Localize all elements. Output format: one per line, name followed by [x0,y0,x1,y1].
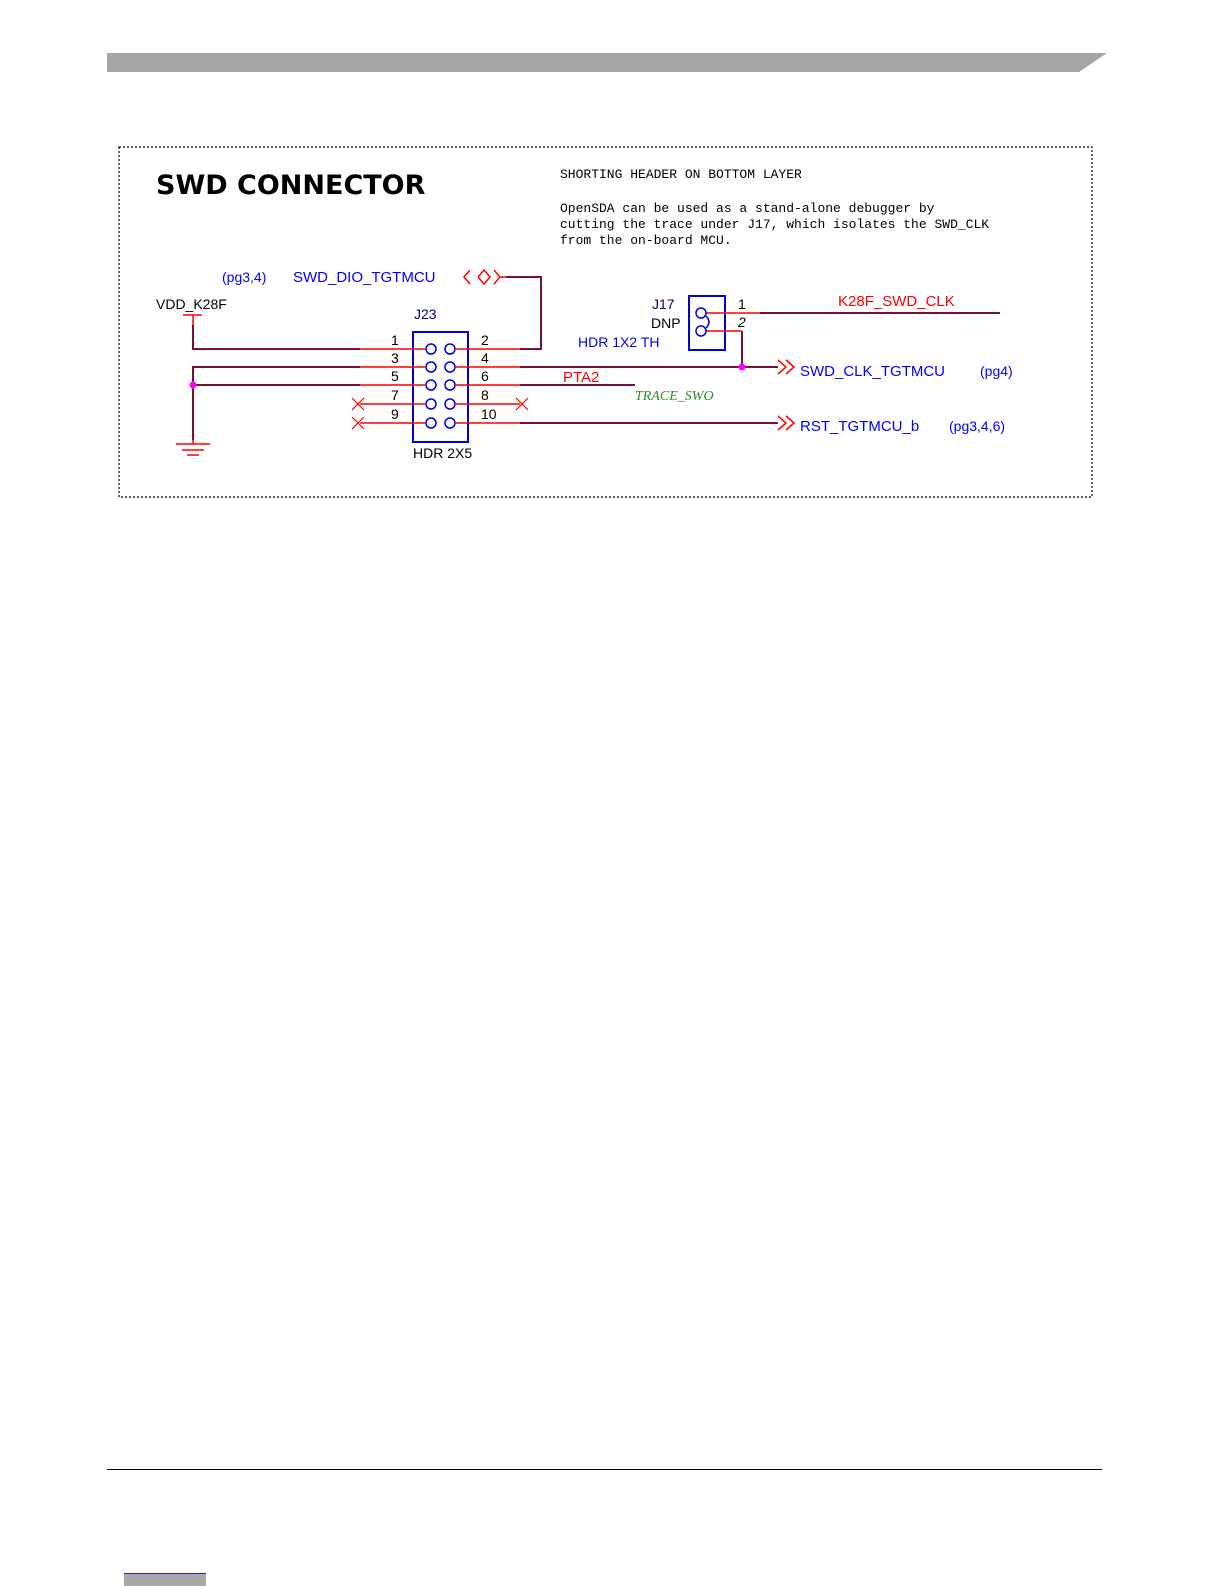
j17-refdes: J17 [652,296,675,312]
footer-tab [124,1573,206,1586]
j23-pin-number: 10 [481,406,497,422]
trace-swo-label: TRACE_SWO [635,389,714,404]
ground-symbol [176,440,210,456]
j23-pin-number: 5 [391,368,399,384]
junction-dot [189,381,197,389]
j23-footprint: HDR 2X5 [413,445,472,461]
pta2-net-label: PTA2 [563,369,599,386]
j23-refdes: J23 [414,306,437,322]
j17-pin-circles [695,307,707,337]
j23-pin-circles [425,343,456,429]
schematic-frame [118,146,1093,498]
page-header-bar [107,53,1107,72]
rst-offpage-connector [777,415,796,431]
note-line-3: from the on-board MCU. [560,233,732,248]
j17-pin-number: 2 [737,314,746,330]
rst-page-ref: (pg3,4,6) [949,418,1005,434]
note-heading: SHORTING HEADER ON BOTTOM LAYER [560,167,802,182]
swd-clk-page-ref: (pg4) [980,363,1013,379]
footer-rule [107,1469,1102,1470]
k28f-swd-clk-net-label: K28F_SWD_CLK [838,293,955,310]
no-connect-marks [351,397,529,430]
j23-pin-number: 1 [391,332,399,348]
j17-pin-number: 1 [738,296,746,312]
swd-dio-offpage-connector [463,268,506,286]
j23-pin-number: 3 [391,350,399,366]
rst-net-label: RST_TGTMCU_b [800,418,919,435]
j23-pin-number: 2 [481,332,489,348]
j17-dnp: DNP [651,315,681,331]
note-line-1: OpenSDA can be used as a stand-alone deb… [560,201,935,216]
power-net-label: VDD_K28F [156,296,227,312]
schematic-diagram: SWD CONNECTOR SHORTING HEADER ON BOTTOM … [118,146,1093,498]
wires [192,276,1000,440]
j17-footprint: HDR 1X2 TH [578,334,659,350]
j23-pin-number: 9 [391,406,399,422]
schematic-title: SWD CONNECTOR [156,170,426,201]
j17-pin-stubs [706,312,760,332]
j23-pin-number: 8 [481,387,489,403]
swd-dio-page-ref: (pg3,4) [222,269,266,285]
j23-pin-number: 7 [391,387,399,403]
j23-pin-number: 4 [481,350,489,366]
swd-clk-net-label: SWD_CLK_TGTMCU [800,363,945,380]
j17-body [688,295,726,351]
swd-clk-offpage-connector [777,359,796,375]
j23-pin-stubs [360,348,520,424]
junction-dot [738,363,746,371]
note-line-2: cutting the trace under J17, which isola… [560,217,989,232]
j17-shorting-jumper [705,315,710,329]
j23-pin-number: 6 [481,368,489,384]
swd-dio-net-label: SWD_DIO_TGTMCU [293,269,436,286]
